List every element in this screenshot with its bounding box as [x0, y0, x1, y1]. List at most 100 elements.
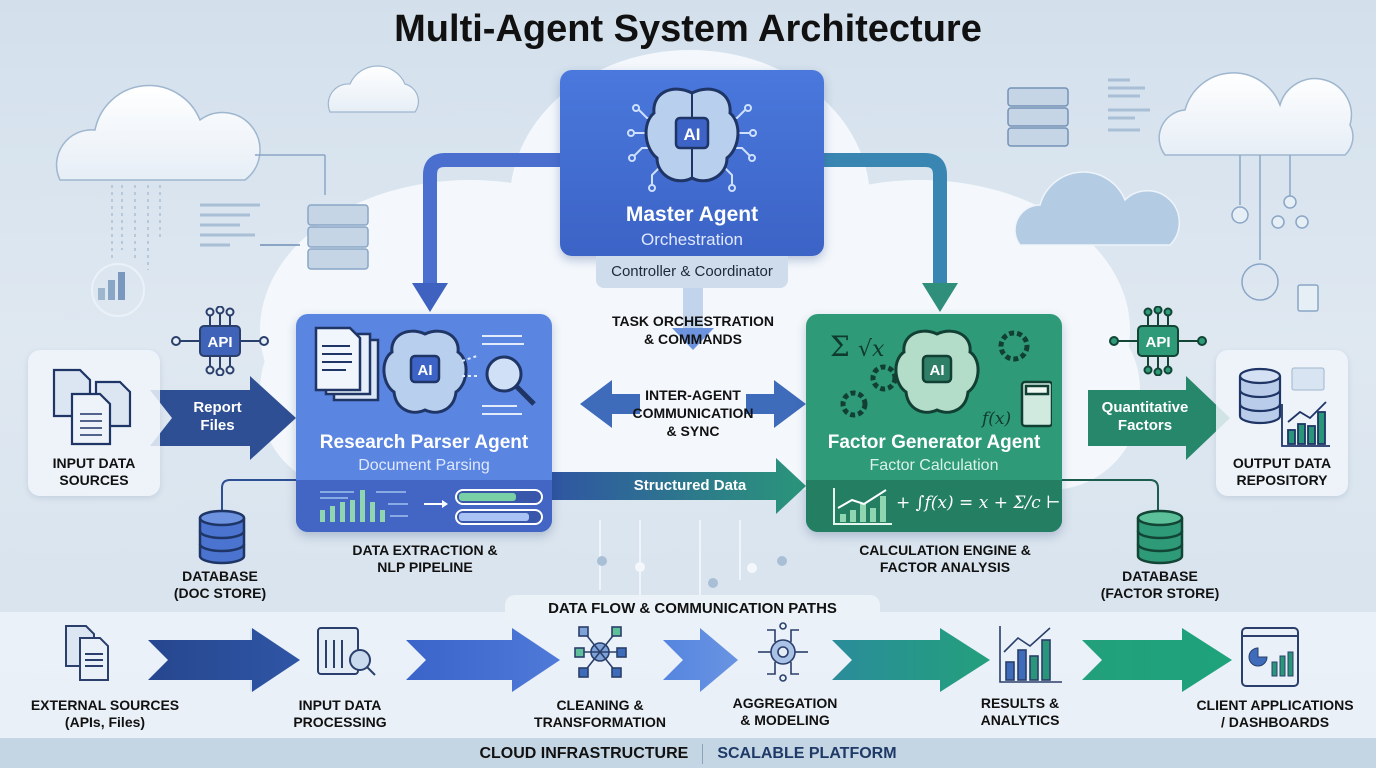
research-agent-subtitle: Document Parsing [358, 457, 490, 474]
factor-agent-name: Factor Generator Agent [827, 432, 1041, 453]
research-agent-caption: DATA EXTRACTION &NLP PIPELINE [352, 542, 498, 575]
api-label: API [1145, 334, 1170, 351]
arrow-head [922, 283, 958, 312]
document-stack-icon [314, 326, 380, 402]
structured-data-label: Structured Data [633, 477, 747, 494]
factor-agent-icons: Σ √x AI f(x) [830, 329, 1052, 429]
report-files-arrow [150, 376, 296, 460]
factor-agent-caption: CALCULATION ENGINE &FACTOR ANALYSIS [859, 542, 1031, 575]
data-stream-lines [111, 185, 161, 270]
flow-arrow-2 [406, 628, 560, 692]
ai-chip-label: AI [418, 362, 433, 379]
network-nodes [1231, 155, 1319, 312]
master-agent-subtitle: Orchestration [640, 230, 744, 249]
ai-brain-icon: AI [627, 87, 757, 192]
documents-icon [65, 625, 109, 681]
formula-text: + ∫f(x) = x + Σ/c ⊢ √r/n [896, 493, 1062, 513]
data-flow-title: DATA FLOW & COMMUNICATION PATHS [505, 595, 880, 621]
gear-circuit-icon [758, 622, 808, 682]
server-icon [307, 204, 369, 270]
cloud-icon [1158, 72, 1354, 156]
factor-db-connector [1062, 479, 1159, 510]
ai-chip-label: AI [684, 125, 701, 144]
task-orchestration-label: TASK ORCHESTRATION& COMMANDS [611, 313, 775, 347]
master-agent-name: Master Agent [625, 203, 759, 226]
data-processing-icon [317, 627, 376, 676]
text-lines [461, 335, 524, 415]
master-to-research-arrow [423, 153, 560, 285]
calculator-icon [1020, 380, 1052, 428]
flow-arrow-3 [663, 628, 738, 692]
flow-step-external-sources: EXTERNAL SOURCES(APIs, Files) [30, 697, 180, 730]
sigma-icon: Σ [830, 330, 850, 363]
database-icon [1238, 367, 1282, 425]
extraction-progress-graphic [320, 489, 543, 525]
cloud-icon [55, 84, 261, 181]
svg-text:√x: √x [858, 337, 885, 362]
flow-arrow-4 [832, 628, 990, 692]
chart-circle-icon [91, 263, 145, 317]
ai-brain-icon: AI [894, 329, 980, 414]
inter-agent-arrow-left [580, 380, 640, 428]
magnifier-icon [485, 355, 536, 406]
flow-arrows-layer [65, 622, 1299, 692]
server-icon [1007, 87, 1069, 147]
ai-brain-icon: AI [382, 329, 468, 414]
flow-arrow-1 [148, 628, 300, 692]
output-repository-icon [1238, 367, 1330, 447]
network-gear-icon [574, 626, 627, 678]
page-title: Multi-Agent System Architecture [394, 8, 982, 50]
structured-data-arrow [552, 458, 806, 514]
footer-scalable-platform: SCALABLE PLATFORM [717, 745, 897, 762]
flow-step-client-apps: CLIENT APPLICATIONS/ DASHBOARDS [1196, 697, 1354, 730]
master-to-factor-arrow [824, 153, 947, 285]
growth-chart-icon [1281, 401, 1330, 447]
growth-chart-icon [833, 488, 892, 525]
master-agent-role: Controller & Coordinator [596, 256, 788, 288]
flow-arrow-5 [1082, 628, 1232, 692]
factor-generator-agent-card[interactable]: Σ √x AI f(x) Factor Generator Agent Fact… [806, 314, 1062, 532]
flow-step-cleaning: CLEANING &TRANSFORMATION [534, 697, 666, 730]
doc-db-connector [221, 479, 298, 510]
gear-icon [840, 330, 1030, 418]
database-icon-doc-store [198, 509, 246, 565]
footer-divider [702, 743, 704, 764]
flow-step-aggregation: AGGREGATION& MODELING [732, 695, 838, 728]
doc-store-label: DATABASE(DOC STORE) [173, 568, 267, 601]
api-label: API [207, 334, 232, 351]
research-parser-agent-card[interactable]: AI Research Parser Agent Document Parsin… [296, 314, 552, 532]
flow-step-results: RESULTS &ANALYTICS [980, 695, 1060, 728]
footer-cloud-infrastructure: CLOUD INFRASTRUCTURE [479, 745, 689, 762]
api-icon-right: API [1109, 306, 1207, 376]
cloud-icon [1014, 171, 1180, 246]
cloud-icon [327, 65, 420, 113]
code-lines [1108, 78, 1150, 132]
documents-icon [52, 368, 132, 446]
task-arrow-head [672, 328, 714, 350]
nlp-pipeline-band [296, 480, 552, 532]
dashboard-icon [1241, 627, 1299, 687]
factor-store-label: DATABASE(FACTOR STORE) [1100, 568, 1220, 601]
master-agent-card[interactable]: AI Master Agent Orchestration [560, 70, 824, 256]
factor-agent-subtitle: Factor Calculation [869, 457, 999, 474]
code-lines [200, 203, 260, 247]
calculation-band: + ∫f(x) = x + Σ/c ⊢ √r/n [806, 480, 1062, 532]
bar-chart-icon [999, 626, 1062, 683]
api-icon-left: API [171, 306, 269, 376]
inter-agent-arrow-right [746, 380, 806, 428]
database-icon-factor-store [1136, 509, 1184, 565]
arrow-head [412, 283, 448, 312]
ai-chip-label: AI [930, 362, 945, 379]
quantitative-factors-arrow [1088, 376, 1230, 460]
research-agent-icons: AI [314, 326, 536, 415]
research-agent-name: Research Parser Agent [319, 432, 529, 453]
footer-bar: CLOUD INFRASTRUCTURE SCALABLE PLATFORM [0, 738, 1376, 768]
